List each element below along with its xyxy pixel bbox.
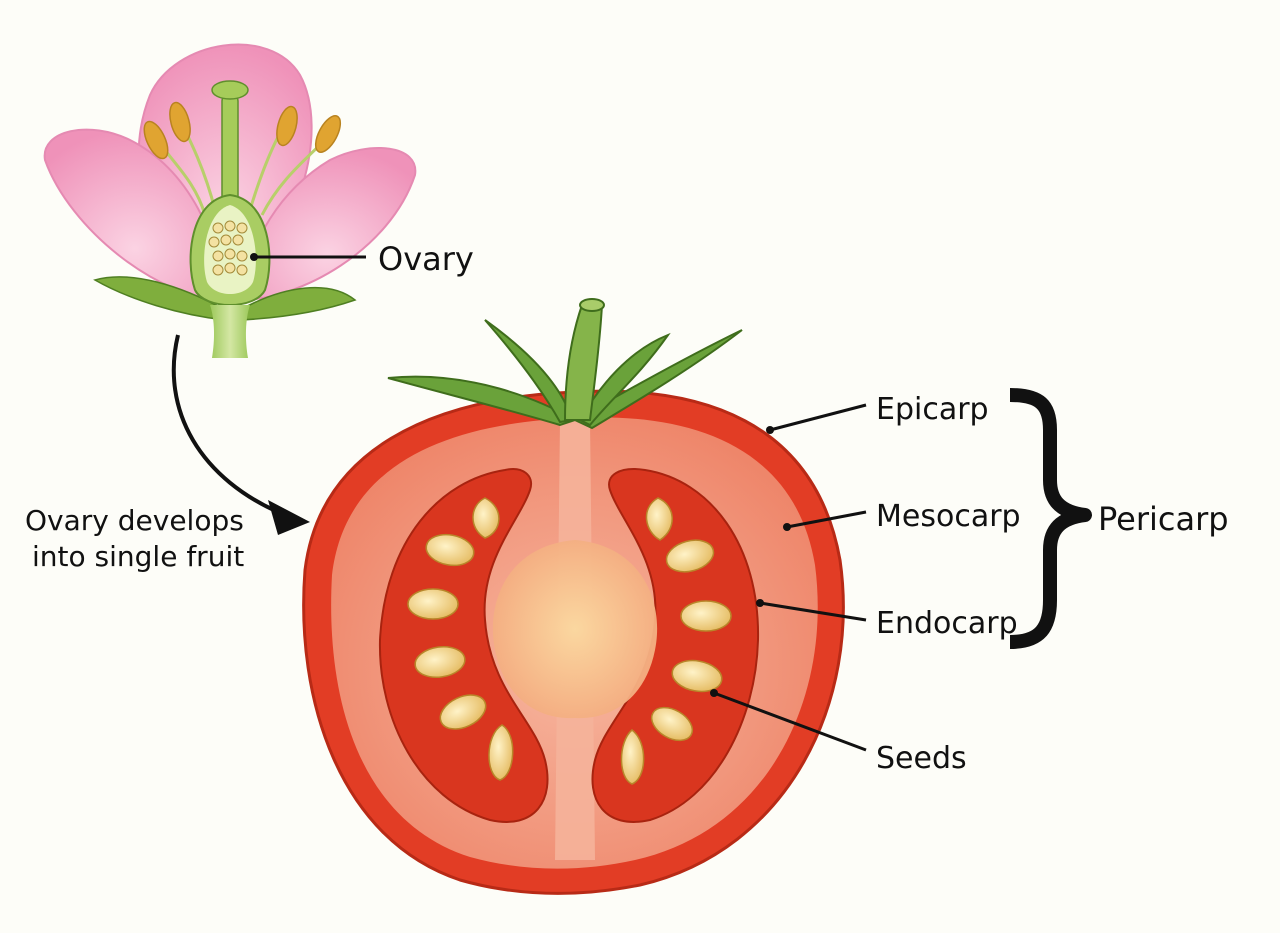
mesocarp-leader (786, 510, 867, 529)
flower-right-petal (238, 147, 417, 302)
ovary-leader-dot (250, 253, 258, 261)
tomato-cross-section (302, 298, 845, 895)
flower-illustration (43, 43, 417, 358)
flower-stem (210, 305, 250, 358)
seeds-label: Seeds (876, 741, 967, 776)
left-sepal (93, 276, 226, 321)
pericarp-brace (1009, 388, 1092, 649)
right-seeds (620, 497, 732, 785)
placenta-core (492, 540, 658, 719)
curved-arrow (171, 334, 310, 535)
pericarp-label: Pericarp (1098, 500, 1229, 538)
epicarp-leader (769, 403, 867, 432)
leader-dots (710, 426, 791, 697)
flower-left-petal (43, 128, 227, 302)
endocarp-label: Endocarp (876, 606, 1018, 641)
ovules (208, 220, 248, 276)
endocarp-leader (759, 601, 867, 622)
left-seeds (407, 497, 514, 781)
anthers (143, 101, 342, 160)
leader-lines (713, 403, 867, 752)
ovary-label: Ovary (378, 240, 474, 278)
right-sepal (239, 286, 357, 321)
pistil-style (221, 94, 239, 206)
epicarp-label: Epicarp (876, 392, 989, 427)
mesocarp-label: Mesocarp (876, 499, 1021, 534)
caption-line-2: into single fruit (32, 540, 244, 573)
seeds-leader (713, 691, 867, 752)
stigma (211, 80, 249, 100)
caption-line-1: Ovary develops (25, 504, 244, 537)
tomato-calyx (387, 298, 743, 430)
